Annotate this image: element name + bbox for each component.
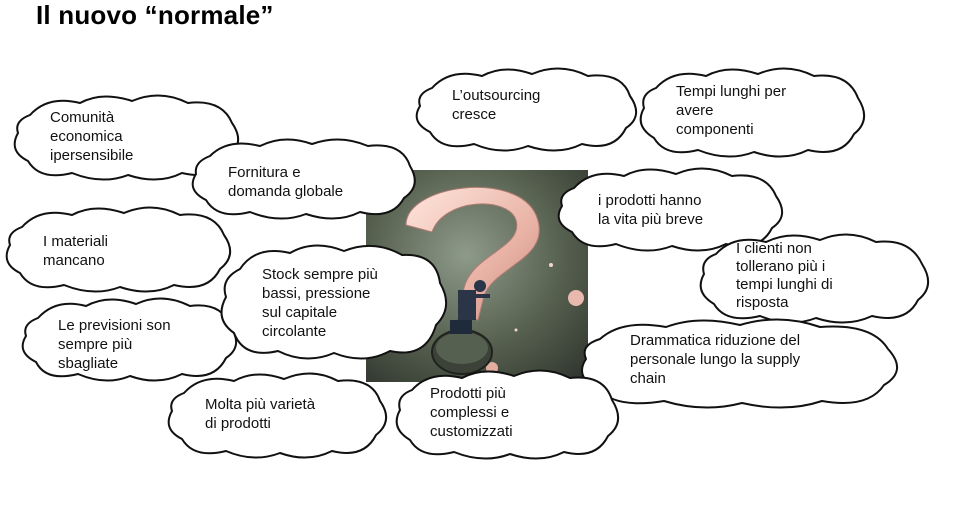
cloud-clienti: I clienti non tollerano più i tempi lung… xyxy=(696,232,932,324)
cloud-text: Drammatica riduzione del personale lungo… xyxy=(630,332,801,387)
cloud-text: i prodotti hanno la vita più breve xyxy=(598,192,704,228)
cloud-shape xyxy=(639,67,865,158)
cloud-tempi: Tempi lunghi per avere componenti xyxy=(636,66,868,158)
cloud-personale: Drammatica riduzione del personale lungo… xyxy=(576,317,906,409)
cloud-fornitura: Fornitura e domanda globale xyxy=(188,136,418,220)
cloud-shape xyxy=(21,297,237,382)
cloud-shape xyxy=(220,244,447,360)
cloud-shape xyxy=(699,233,929,324)
cloud-shape xyxy=(191,138,416,220)
cloud-text: Stock sempre più bassi, pressione sul ca… xyxy=(262,266,378,340)
cloud-materiali: I materiali mancano xyxy=(2,205,234,293)
cloud-text: Comunità economica ipersensibile xyxy=(50,109,134,164)
cloud-text: L’outsourcing cresce xyxy=(452,87,541,123)
cloud-text: Fornitura e domanda globale xyxy=(228,164,344,200)
cloud-text: Le previsioni son sempre più sbagliate xyxy=(58,317,171,372)
cloud-complessi: Prodotti più complessi e customizzati xyxy=(392,368,622,460)
cloud-text: I clienti non tollerano più i tempi lung… xyxy=(736,240,833,311)
cloud-shape xyxy=(5,206,231,293)
cloud-previsioni: Le previsioni son sempre più sbagliate xyxy=(18,296,240,382)
cloud-shape xyxy=(395,369,619,460)
cloud-outsourcing: L’outsourcing cresce xyxy=(412,66,640,152)
cloud-text: I materiali mancano xyxy=(43,233,109,269)
cloud-vita: i prodotti hanno la vita più breve xyxy=(554,166,786,252)
cloud-varieta: Molta più varietà di prodotti xyxy=(164,371,390,459)
cloud-shape xyxy=(167,372,387,459)
cloud-text: Molta più varietà di prodotti xyxy=(205,396,316,432)
cloud-text: Tempi lunghi per avere componenti xyxy=(676,83,787,138)
slide-title: Il nuovo “normale” xyxy=(36,0,274,30)
cloud-text: Prodotti più complessi e customizzati xyxy=(430,385,513,440)
cloud-shape xyxy=(415,67,637,152)
cloud-stock: Stock sempre più bassi, pressione sul ca… xyxy=(218,241,448,363)
